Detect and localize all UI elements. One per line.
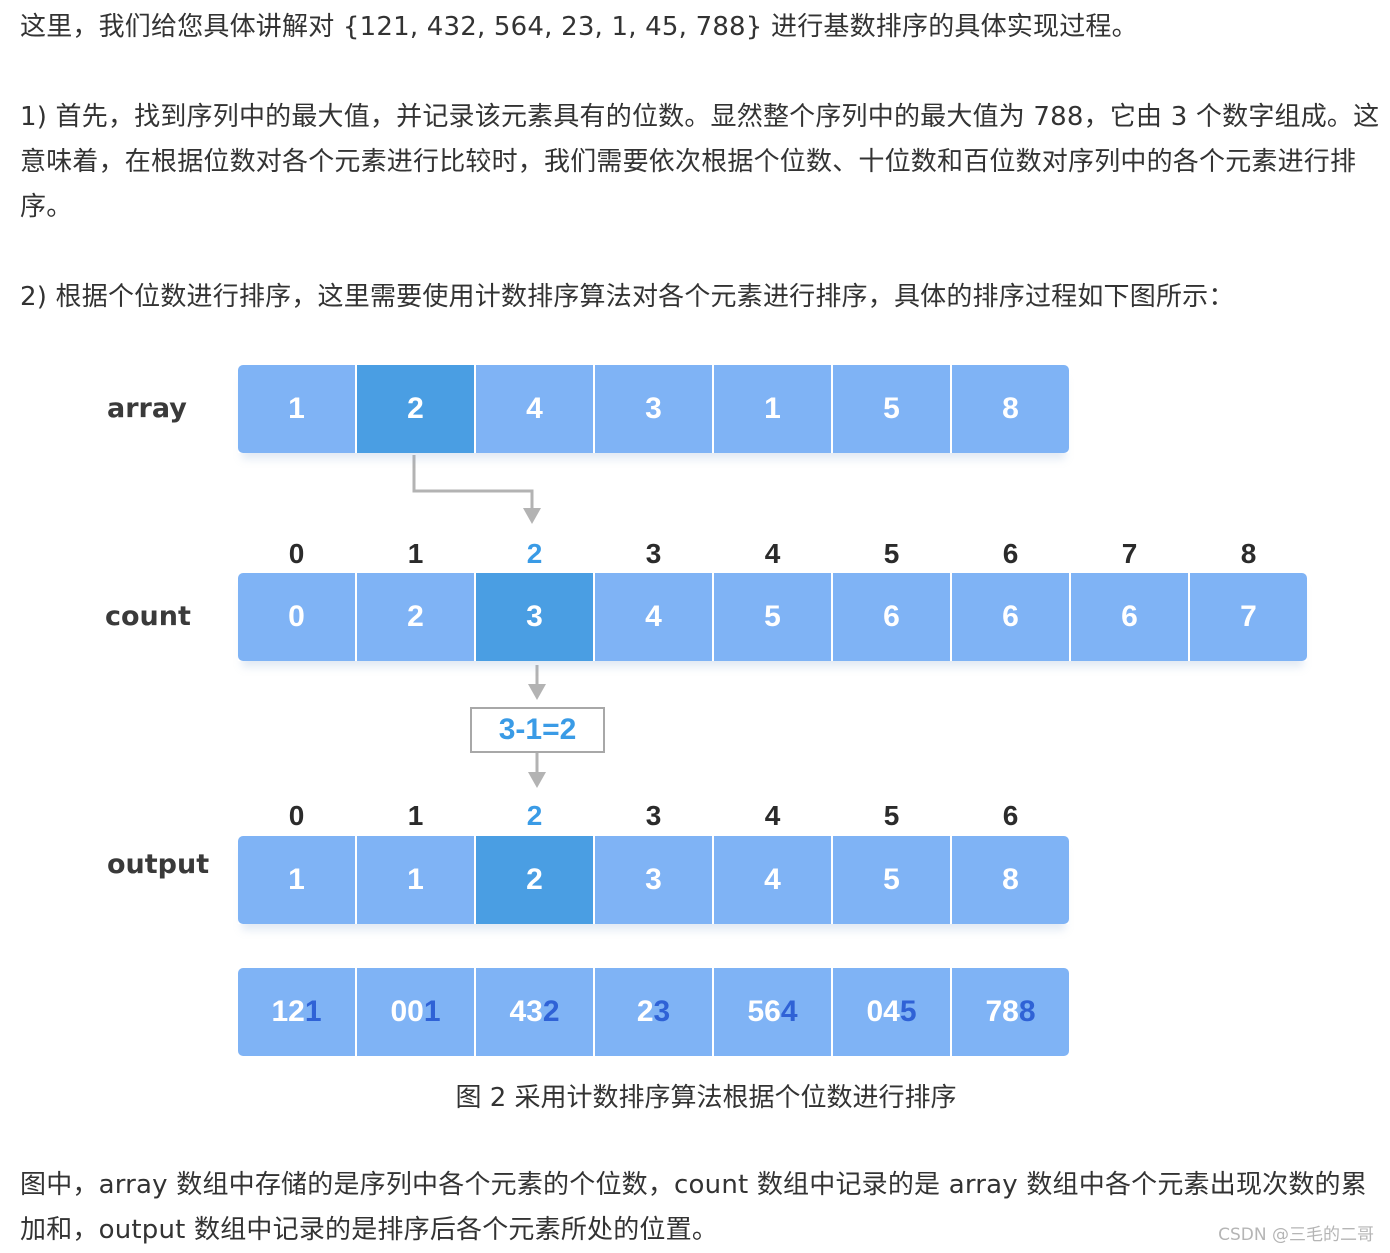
explain-paragraph: 图中，array 数组中存储的是序列中各个元素的个位数，count 数组中记录的… — [20, 1170, 1367, 1245]
count-index-label: 5 — [883, 538, 900, 569]
count-cell: 3 — [476, 573, 593, 661]
count-cell: 4 — [595, 573, 712, 661]
arrow-head-icon — [528, 772, 546, 788]
count-index-label: 2 — [526, 538, 543, 569]
step2-paragraph: 2) 根据个位数进行排序，这里需要使用计数排序算法对各个元素进行排序，具体的排序… — [20, 282, 1235, 312]
output-cell: 2 — [476, 836, 593, 924]
count-index-label: 7 — [1121, 538, 1138, 569]
sorted-units-digit: 8 — [1018, 995, 1036, 1028]
array-cell: 3 — [595, 365, 712, 453]
array-cell: 1 — [238, 365, 355, 453]
output-index-label: 0 — [288, 800, 305, 831]
intro-paragraph: 这里，我们给您具体讲解对 {121, 432, 564, 23, 1, 45, … — [20, 12, 1138, 42]
count-cell: 6 — [833, 573, 950, 661]
array-to-count-arrow — [412, 455, 534, 512]
sorted-prefix: 00 — [390, 995, 424, 1028]
sorted-units-digit: 2 — [542, 995, 560, 1028]
array-cell: 2 — [357, 365, 474, 453]
count-index-label: 3 — [645, 538, 662, 569]
sorted-units-digit: 3 — [653, 995, 671, 1028]
count-cell: 5 — [714, 573, 831, 661]
watermark: CSDN @三毛的二哥 — [1218, 1225, 1374, 1245]
output-index-label: 2 — [526, 800, 543, 831]
sorted-prefix: 43 — [509, 995, 543, 1028]
output-index-label: 5 — [883, 800, 900, 831]
arrow-head-icon — [523, 508, 541, 524]
step1-paragraph: 1) 首先，找到序列中的最大值，并记录该元素具有的位数。显然整个序列中的最大值为… — [20, 102, 1380, 222]
sorted-prefix: 78 — [985, 995, 1019, 1028]
arrow-head-icon — [528, 684, 546, 700]
output-cell: 8 — [952, 836, 1069, 924]
sorted-prefix: 56 — [747, 995, 781, 1028]
count-cell: 6 — [1071, 573, 1188, 661]
calc-box: 3-1=2 — [470, 707, 605, 753]
output-index-label: 4 — [764, 800, 781, 831]
count-index-label: 6 — [1002, 538, 1019, 569]
count-cell: 2 — [357, 573, 474, 661]
sorted-units-digit: 5 — [899, 995, 917, 1028]
output-index-label: 1 — [407, 800, 424, 831]
count-index-label: 4 — [764, 538, 781, 569]
sorted-units-digit: 1 — [304, 995, 322, 1028]
output-cell: 5 — [833, 836, 950, 924]
output-label: output — [107, 849, 210, 880]
output-cell: 1 — [357, 836, 474, 924]
count-cell: 7 — [1190, 573, 1307, 661]
sorted-prefix: 04 — [866, 995, 900, 1028]
count-index-label: 1 — [407, 538, 424, 569]
output-index-label: 6 — [1002, 800, 1019, 831]
array-cell: 8 — [952, 365, 1069, 453]
count-cell: 0 — [238, 573, 355, 661]
count-label: count — [105, 601, 191, 632]
output-cell: 1 — [238, 836, 355, 924]
array-cell: 5 — [833, 365, 950, 453]
count-cell: 6 — [952, 573, 1069, 661]
array-label: array — [107, 393, 187, 424]
array-cell: 4 — [476, 365, 593, 453]
sorted-prefix: 12 — [271, 995, 305, 1028]
output-cell: 4 — [714, 836, 831, 924]
sorted-units-digit: 1 — [423, 995, 441, 1028]
output-cell: 3 — [595, 836, 712, 924]
output-index-label: 3 — [645, 800, 662, 831]
sorted-units-digit: 4 — [780, 995, 798, 1028]
count-index-label: 8 — [1240, 538, 1257, 569]
array-cell: 1 — [714, 365, 831, 453]
count-index-label: 0 — [288, 538, 305, 569]
sorted-prefix: 2 — [636, 995, 654, 1028]
figure-caption: 图 2 采用计数排序算法根据个位数进行排序 — [455, 1083, 957, 1113]
